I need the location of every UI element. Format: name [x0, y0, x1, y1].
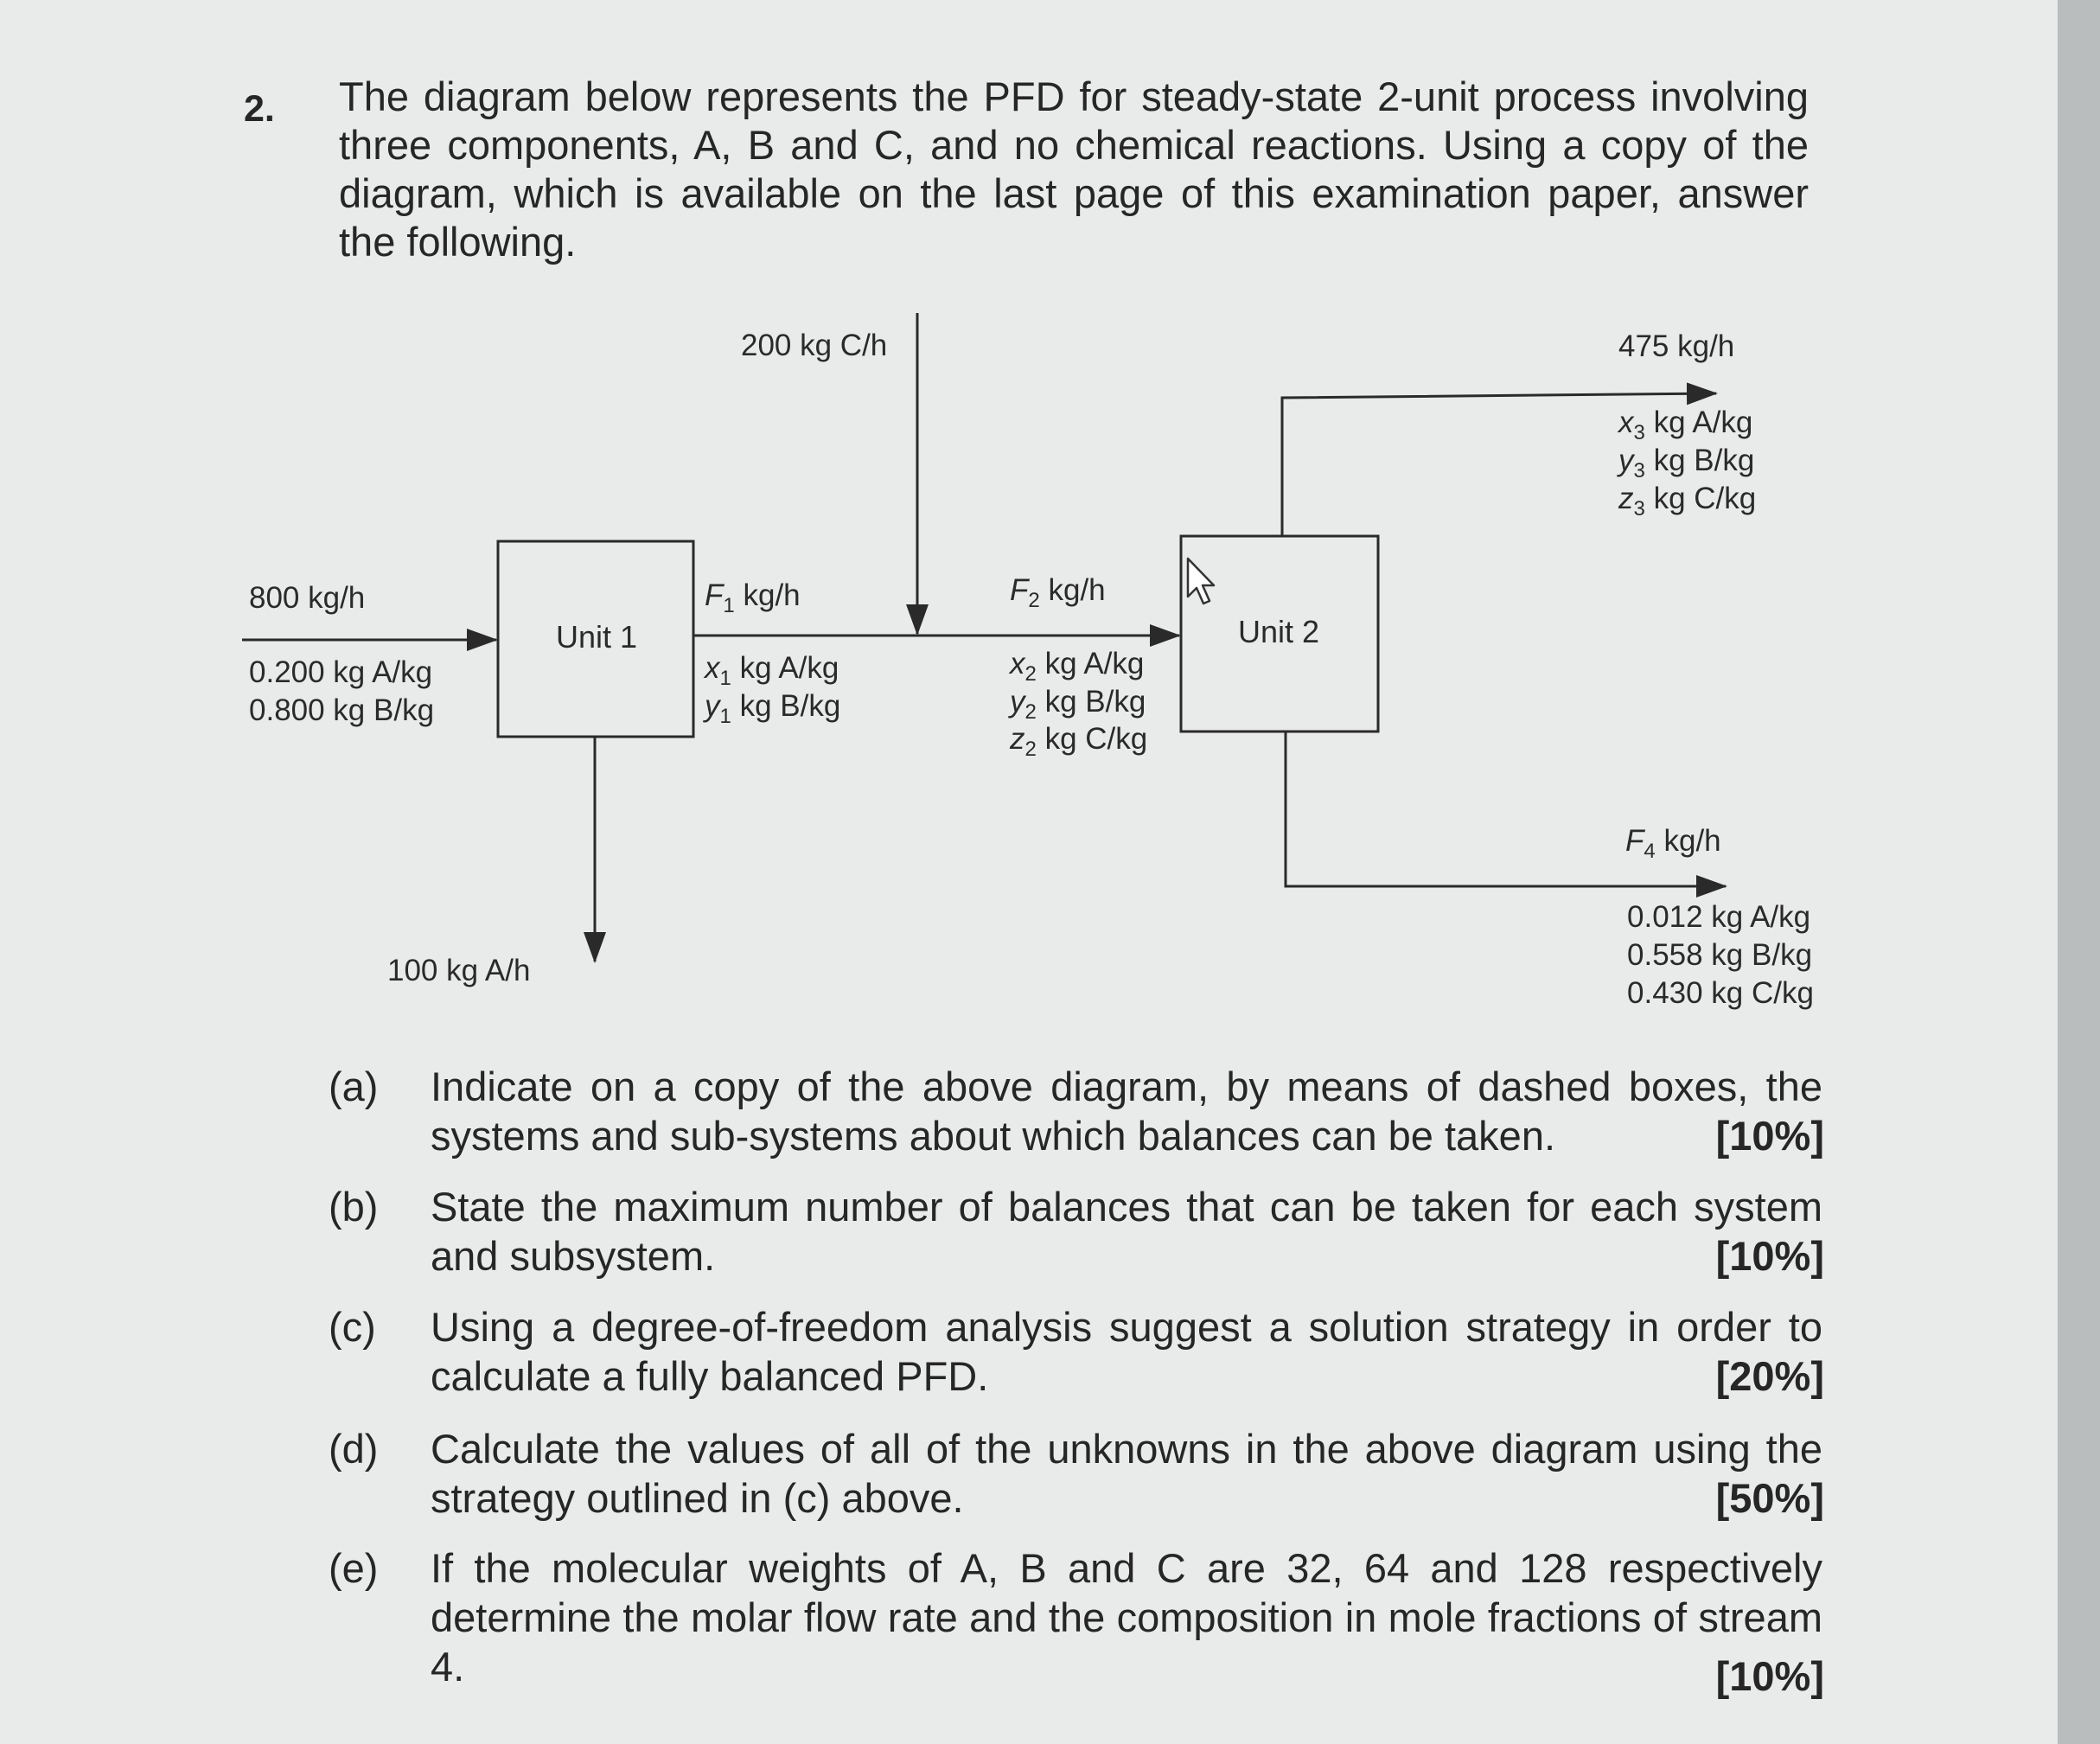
- s4-comp-b: 0.558 kg B/kg: [1627, 938, 1812, 972]
- feed-flow-label: 800 kg/h: [249, 581, 365, 615]
- part-a-text: Indicate on a copy of the above diagram,…: [431, 1064, 1822, 1159]
- s4-comp-c: 0.430 kg C/kg: [1627, 976, 1814, 1010]
- part-e-text: If the molecular weights of A, B and C a…: [431, 1545, 1822, 1690]
- c-feed-label: 200 kg C/h: [741, 329, 887, 362]
- s1-flow-label: F1 kg/h: [705, 578, 801, 617]
- s3-comp-x: x3 kg A/kg: [1617, 406, 1752, 444]
- feed-comp-b: 0.800 kg B/kg: [249, 693, 434, 727]
- part-a-label: (a): [329, 1064, 379, 1109]
- s4-comp-a: 0.012 kg A/kg: [1627, 900, 1810, 934]
- unit1-label: Unit 1: [556, 619, 637, 655]
- s2-comp-x: x2 kg A/kg: [1008, 647, 1144, 686]
- question-number: 2.: [244, 88, 275, 130]
- stream4-line: [1284, 731, 1727, 898]
- unit2-box: [1179, 534, 1380, 733]
- part-c-label: (c): [329, 1304, 376, 1350]
- part-e-marks: [10%]: [1715, 1653, 1824, 1699]
- part-b-marks: [10%]: [1715, 1233, 1824, 1279]
- part-b-text: State the maximum number of balances tha…: [431, 1184, 1822, 1279]
- part-a-marks: [10%]: [1715, 1113, 1824, 1159]
- mouse-cursor-icon: [1186, 557, 1216, 605]
- feed-comp-a: 0.200 kg A/kg: [249, 655, 432, 689]
- part-b-label: (b): [329, 1184, 379, 1230]
- s3-flow-label: 475 kg/h: [1618, 329, 1734, 363]
- s1-comp-y: y1 kg B/kg: [703, 689, 840, 728]
- unit2-label: Unit 2: [1238, 614, 1319, 649]
- s3-comp-y: y3 kg B/kg: [1617, 444, 1754, 482]
- part-d-marks: [50%]: [1715, 1475, 1824, 1521]
- s2-flow-label: F2 kg/h: [1010, 573, 1106, 612]
- s3-comp-z: z3 kg C/kg: [1618, 482, 1756, 521]
- page-edge-shadow: [2058, 0, 2100, 1744]
- s4-flow-label: F4 kg/h: [1625, 824, 1721, 863]
- part-e-label: (e): [329, 1545, 379, 1591]
- stream3-line: [1280, 382, 1718, 536]
- part-d-label: (d): [329, 1426, 379, 1472]
- s2-comp-y: y2 kg B/kg: [1008, 685, 1146, 724]
- part-c-text: Using a degree-of-freedom analysis sugge…: [431, 1304, 1822, 1399]
- s1-comp-x: x1 kg A/kg: [703, 651, 839, 690]
- question-stem: The diagram below represents the PFD for…: [339, 73, 1809, 265]
- part-c-marks: [20%]: [1715, 1353, 1824, 1399]
- bottom1-label: 100 kg A/h: [387, 954, 530, 987]
- s2-comp-z: z2 kg C/kg: [1009, 722, 1147, 761]
- part-d-text: Calculate the values of all of the unkno…: [431, 1426, 1822, 1521]
